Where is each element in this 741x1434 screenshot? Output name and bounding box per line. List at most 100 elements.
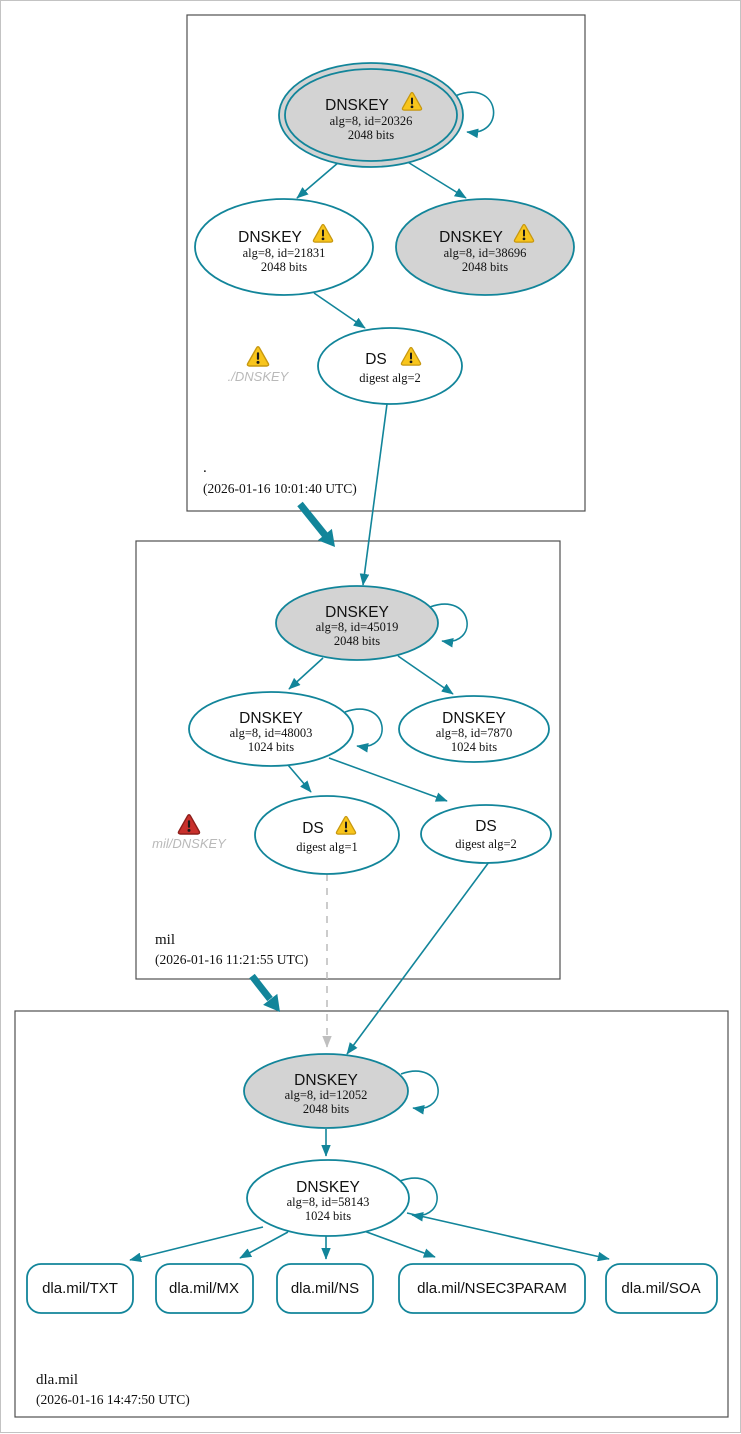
zone-box-dla-mil: dla.mil (2026-01-16 14:47:50 UTC)	[14, 1010, 729, 1418]
node-detail-digest: digest alg=2	[455, 837, 517, 851]
node-rrset-dla-mil-ns[interactable]: dla.mil/NS	[276, 1263, 374, 1314]
node-detail-alg: alg=8, id=48003	[230, 726, 313, 740]
node-detail-bits: 1024 bits	[248, 740, 294, 754]
edge-mil-zsk1-self-sign	[344, 708, 383, 753]
dnskey-ellipse	[188, 691, 354, 767]
node-rrset-dla-mil-soa[interactable]: dla.mil/SOA	[605, 1263, 718, 1314]
node-title: DS	[475, 818, 497, 835]
node-title: DNSKEY	[294, 1072, 358, 1089]
node-detail-bits: 2048 bits	[261, 260, 307, 274]
edge-root-ksk-to-zsk1	[296, 161, 340, 199]
ds-ellipse	[317, 327, 463, 405]
node-detail-bits: 2048 bits	[462, 260, 508, 274]
dnskey-ellipse-outer	[278, 62, 464, 168]
edge-dla-zsk-self-sign	[399, 1177, 438, 1222]
node-mil-dnskey-45019-ksk[interactable]: DNSKEY alg=8, id=45019 2048 bits	[275, 585, 439, 661]
edge-root-zsk1-to-ds	[313, 292, 366, 329]
node-root-dnskey-20326-ksk[interactable]: DNSKEY alg=8, id=20326 2048 bits	[278, 62, 464, 168]
node-detail-alg: alg=8, id=21831	[243, 246, 326, 260]
edge-dla-zsk-to-mx	[239, 1231, 289, 1259]
node-detail-alg: alg=8, id=20326	[330, 114, 413, 128]
zone-border-mil	[135, 540, 561, 980]
node-title: DNSKEY	[325, 604, 389, 621]
node-root-dnskey-38696[interactable]: DNSKEY alg=8, id=38696 2048 bits	[395, 198, 575, 296]
edge-root-ds-to-mil-ksk	[359, 403, 388, 586]
node-root-dnskey-21831[interactable]: DNSKEY alg=8, id=21831 2048 bits	[194, 198, 374, 296]
node-detail-alg: alg=8, id=7870	[436, 726, 513, 740]
rrset-rect	[26, 1263, 134, 1314]
node-title: DS	[365, 351, 387, 368]
node-dla-dnskey-58143[interactable]: DNSKEY alg=8, id=58143 1024 bits	[246, 1159, 410, 1237]
rrset-rect	[605, 1263, 718, 1314]
node-title: DNSKEY	[442, 710, 506, 727]
annotation-root-dnskey-warning[interactable]: ./DNSKEY	[228, 345, 290, 384]
node-rrset-dla-mil-mx[interactable]: dla.mil/MX	[155, 1263, 254, 1314]
node-title: DNSKEY	[296, 1179, 360, 1196]
zone-box-mil: mil (2026-01-16 11:21:55 UTC)	[135, 540, 561, 980]
annotation-label: mil/DNSKEY	[152, 836, 227, 851]
node-detail-digest: digest alg=2	[359, 371, 421, 385]
zone-border-dla-mil	[14, 1010, 729, 1418]
rrset-label: dla.mil/MX	[169, 1280, 239, 1297]
edge-dla-zsk-to-nsec3param	[363, 1230, 436, 1258]
rrset-label: dla.mil/NS	[291, 1280, 359, 1297]
node-mil-ds1-dla[interactable]: DS digest alg=1	[254, 795, 400, 875]
node-rrset-dla-mil-nsec3param[interactable]: dla.mil/NSEC3PARAM	[398, 1263, 586, 1314]
dnskey-ellipse	[395, 198, 575, 296]
annotation-mil-dnskey-error[interactable]: mil/DNSKEY	[152, 813, 227, 851]
edge-root-ksk-to-zsk2	[405, 160, 467, 199]
zone-border-root	[186, 14, 586, 512]
node-title: DS	[302, 820, 324, 837]
node-detail-bits: 1024 bits	[451, 740, 497, 754]
rrset-rect	[155, 1263, 254, 1314]
edge-mil-ksk-to-zsk2	[397, 655, 454, 695]
node-detail-bits: 2048 bits	[334, 634, 380, 648]
node-rrset-dla-mil-txt[interactable]: dla.mil/TXT	[26, 1263, 134, 1314]
node-detail-alg: alg=8, id=38696	[444, 246, 527, 260]
dnskey-ellipse	[246, 1159, 410, 1237]
node-title: DNSKEY	[325, 97, 389, 114]
annotation-label: ./DNSKEY	[228, 369, 290, 384]
edge-mil-zsk1-to-ds1	[287, 764, 312, 793]
node-detail-bits: 2048 bits	[303, 1102, 349, 1116]
error-icon	[177, 813, 201, 835]
node-detail-bits: 2048 bits	[348, 128, 394, 142]
node-title: DNSKEY	[239, 710, 303, 727]
zone-label-dla-mil: dla.mil	[36, 1372, 78, 1388]
node-detail-bits: 1024 bits	[305, 1209, 351, 1223]
ds-ellipse	[254, 795, 400, 875]
node-detail-digest: digest alg=1	[296, 840, 358, 854]
rrset-rect	[398, 1263, 586, 1314]
ds-ellipse	[420, 804, 552, 864]
dnskey-ellipse-inner	[284, 68, 458, 162]
node-detail-alg: alg=8, id=12052	[285, 1088, 368, 1102]
dnskey-ellipse	[243, 1053, 409, 1129]
edge-mil-ksk-self-sign	[429, 603, 468, 648]
edge-mil-ds2-to-dla-ksk	[346, 861, 490, 1055]
node-title: DNSKEY	[439, 229, 503, 246]
edge-dla-zsk-to-soa	[406, 1212, 610, 1262]
zone-label-mil: mil	[155, 932, 175, 948]
edge-mil-zsk1-to-ds2	[328, 757, 448, 802]
node-mil-dnskey-7870[interactable]: DNSKEY alg=8, id=7870 1024 bits	[398, 695, 550, 763]
delegation-arrow-mil-to-dla-mil	[249, 973, 280, 1012]
node-root-ds-mil[interactable]: DS digest alg=2	[317, 327, 463, 405]
dnskey-ellipse	[275, 585, 439, 661]
delegation-arrow-root-to-mil	[297, 501, 335, 547]
node-mil-ds2-dla[interactable]: DS digest alg=2	[420, 804, 552, 864]
edge-dla-zsk-to-txt	[129, 1226, 264, 1262]
node-mil-dnskey-48003[interactable]: DNSKEY alg=8, id=48003 1024 bits	[188, 691, 354, 767]
node-title: DNSKEY	[238, 229, 302, 246]
warning-icon	[246, 345, 270, 367]
edge-mil-ksk-to-zsk1	[288, 657, 324, 690]
node-dla-dnskey-12052-ksk[interactable]: DNSKEY alg=8, id=12052 2048 bits	[243, 1053, 409, 1129]
zone-timestamp-mil: (2026-01-16 11:21:55 UTC)	[155, 952, 308, 967]
zone-label-root: .	[203, 460, 207, 476]
rrset-label: dla.mil/SOA	[621, 1280, 700, 1297]
dnskey-ellipse	[398, 695, 550, 763]
node-detail-alg: alg=8, id=58143	[287, 1195, 370, 1209]
rrset-rect	[276, 1263, 374, 1314]
zone-timestamp-dla-mil: (2026-01-16 14:47:50 UTC)	[36, 1392, 190, 1407]
zone-box-root: . (2026-01-16 10:01:40 UTC)	[186, 14, 586, 512]
